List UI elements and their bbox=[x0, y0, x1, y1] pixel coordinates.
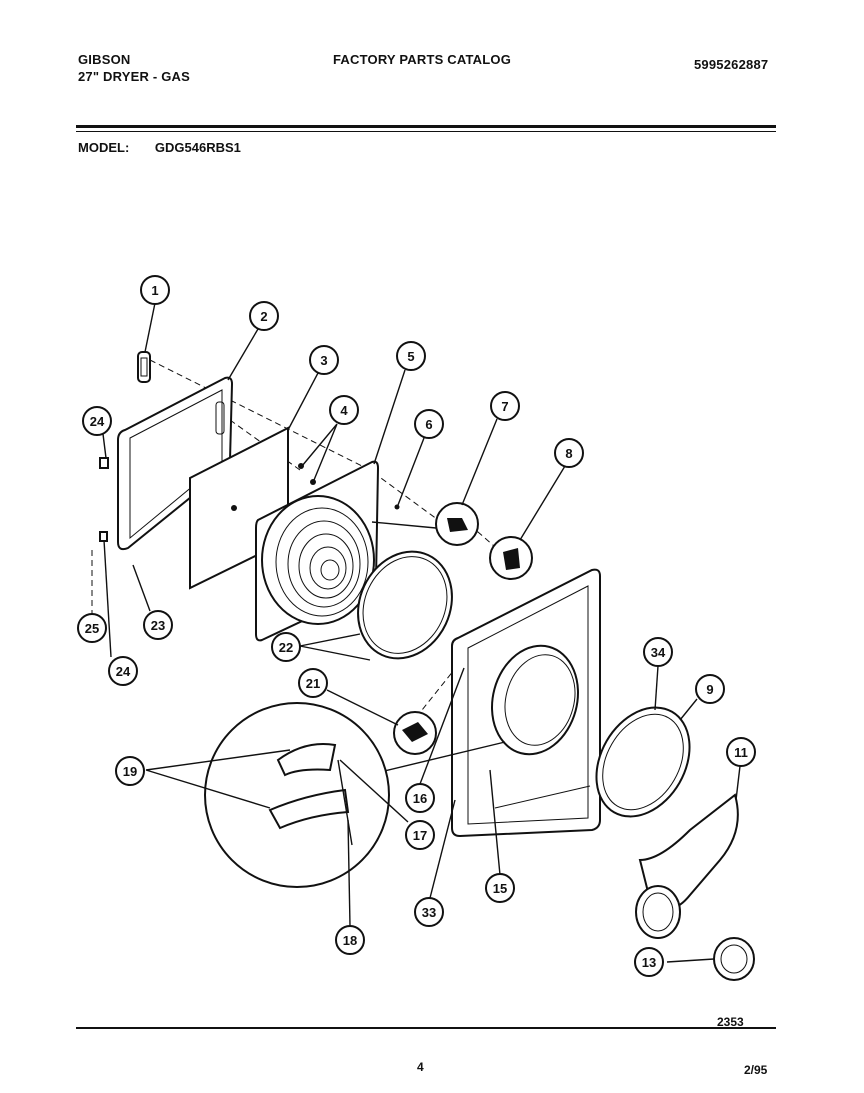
svg-text:25: 25 bbox=[85, 621, 99, 636]
svg-text:13: 13 bbox=[642, 955, 656, 970]
svg-text:23: 23 bbox=[151, 618, 165, 633]
callout-4: 4 bbox=[329, 395, 359, 425]
svg-text:17: 17 bbox=[413, 828, 427, 843]
svg-text:34: 34 bbox=[651, 645, 666, 660]
svg-text:22: 22 bbox=[279, 640, 293, 655]
callout-1: 1 bbox=[140, 275, 170, 305]
callout-8: 8 bbox=[554, 438, 584, 468]
callout-13: 13 bbox=[634, 947, 664, 977]
clip-part bbox=[99, 457, 109, 469]
callout-18: 18 bbox=[335, 925, 365, 955]
callout-15: 15 bbox=[485, 873, 515, 903]
inner-door-window bbox=[255, 460, 380, 642]
svg-text:2: 2 bbox=[260, 309, 267, 324]
callout-34: 34 bbox=[643, 637, 673, 667]
svg-text:9: 9 bbox=[706, 682, 713, 697]
callout-5: 5 bbox=[396, 341, 426, 371]
svg-text:11: 11 bbox=[734, 745, 748, 760]
door-hinge-part bbox=[137, 351, 151, 383]
callout-16: 16 bbox=[405, 783, 435, 813]
svg-text:4: 4 bbox=[340, 403, 348, 418]
product-description: 27" DRYER - GAS bbox=[78, 69, 190, 84]
detail-view bbox=[204, 702, 390, 888]
page-number: 4 bbox=[417, 1060, 424, 1074]
model-label: MODEL: bbox=[78, 140, 130, 155]
door-catch-part bbox=[489, 536, 533, 580]
model-row: MODEL: GDG546RBS1 bbox=[78, 140, 241, 155]
latch-strike-part bbox=[371, 502, 479, 546]
callout-17: 17 bbox=[405, 820, 435, 850]
brand-name: GIBSON bbox=[78, 52, 131, 67]
front-seal bbox=[595, 706, 691, 818]
figure-number: 2353 bbox=[717, 1015, 744, 1029]
callout-2: 2 bbox=[249, 301, 279, 331]
header-rule bbox=[76, 125, 776, 128]
svg-text:1: 1 bbox=[151, 283, 158, 298]
door-gasket bbox=[357, 550, 453, 660]
svg-text:15: 15 bbox=[493, 881, 507, 896]
leader-lines bbox=[102, 302, 741, 963]
svg-text:18: 18 bbox=[343, 933, 357, 948]
revision-date: 2/95 bbox=[744, 1063, 768, 1077]
screw-part bbox=[310, 479, 316, 485]
callout-25: 25 bbox=[77, 613, 107, 643]
exhaust-duct bbox=[635, 793, 739, 939]
front-panel bbox=[375, 568, 601, 838]
callout-11: 11 bbox=[726, 737, 756, 767]
screw-part bbox=[394, 504, 400, 510]
callout-24-upper: 24 bbox=[82, 406, 112, 436]
footer-rule bbox=[76, 1027, 776, 1029]
header-rule-thin bbox=[76, 131, 776, 132]
callout-33: 33 bbox=[414, 897, 444, 927]
callout-21: 21 bbox=[298, 668, 328, 698]
model-number: GDG546RBS1 bbox=[154, 140, 241, 155]
svg-text:6: 6 bbox=[425, 417, 432, 432]
svg-text:24: 24 bbox=[90, 414, 105, 429]
callout-23: 23 bbox=[143, 610, 173, 640]
svg-text:19: 19 bbox=[123, 764, 137, 779]
svg-text:21: 21 bbox=[306, 676, 320, 691]
svg-text:8: 8 bbox=[565, 446, 572, 461]
clip-part bbox=[99, 531, 108, 542]
catalog-title: FACTORY PARTS CATALOG bbox=[333, 52, 512, 67]
callout-24-lower: 24 bbox=[108, 656, 138, 686]
callout-19: 19 bbox=[115, 756, 145, 786]
callout-6: 6 bbox=[414, 409, 444, 439]
callout-7: 7 bbox=[490, 391, 520, 421]
svg-text:24: 24 bbox=[116, 664, 131, 679]
grommet-part bbox=[713, 937, 755, 981]
svg-text:7: 7 bbox=[501, 399, 508, 414]
callout-22: 22 bbox=[271, 632, 301, 662]
door-switch-part bbox=[393, 711, 437, 755]
svg-text:16: 16 bbox=[413, 791, 427, 806]
svg-text:3: 3 bbox=[320, 353, 327, 368]
svg-text:33: 33 bbox=[422, 905, 436, 920]
svg-text:5: 5 bbox=[407, 349, 414, 364]
callout-3: 3 bbox=[309, 345, 339, 375]
callout-9: 9 bbox=[695, 674, 725, 704]
catalog-part-number: 5995262887 bbox=[694, 57, 769, 72]
